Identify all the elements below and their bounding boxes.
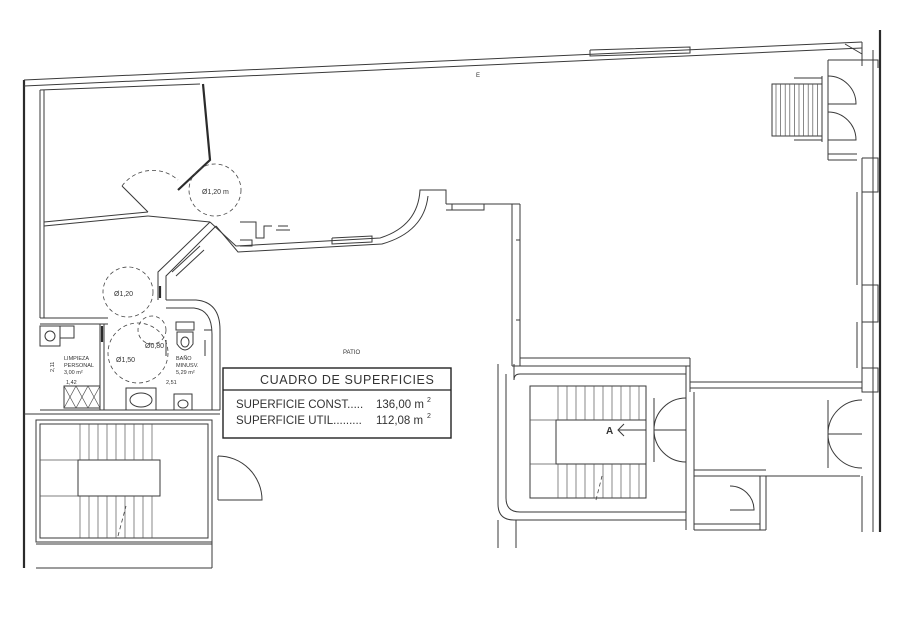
limpieza-dim-w: 1,42	[66, 380, 77, 386]
surface-table: CUADRO DE SUPERFICIES SUPERFICIE CONST..…	[222, 367, 452, 439]
plan-labels: E PATIO Ø1,20 m Ø1,20 Ø0,80 Ø1,50 LIMPIE…	[50, 73, 613, 437]
center-wall	[511, 204, 862, 392]
bathroom-area	[24, 286, 221, 415]
bano-name-1: BAÑO	[176, 355, 192, 362]
limpieza-area: 3,00 m²	[64, 370, 83, 376]
bano-name-2: MINUSV.	[176, 363, 199, 369]
bano-area: 5,29 m²	[176, 370, 195, 376]
top-label: E	[476, 73, 480, 79]
curved-corridor-wall	[209, 189, 520, 253]
bottom-center-stair	[497, 364, 687, 548]
bano-dim-w: 2,51	[166, 380, 177, 386]
turning-circle-label-3: Ø0,80	[145, 343, 164, 350]
turning-circle-label-1: Ø1,20 m	[202, 189, 229, 196]
table-row1-exp: 2	[427, 397, 431, 404]
patio-label: PATIO	[343, 350, 360, 356]
top-right-stair	[771, 59, 862, 161]
table-row2-label: SUPERFICIE UTIL.........	[236, 415, 362, 427]
table-row2-exp: 2	[427, 413, 431, 420]
bottom-left-stair	[35, 419, 263, 569]
table-row1-value: 136,00 m	[376, 399, 424, 411]
table-row2-value: 112,08 m	[376, 415, 423, 427]
turning-circle-label-4: Ø1,50	[116, 357, 135, 364]
limpieza-name-2: PERSONAL	[64, 363, 94, 369]
bottom-right-rooms	[685, 392, 863, 532]
outer-walls	[22, 30, 882, 568]
angled-partition	[43, 83, 217, 300]
table-title: CUADRO DE SUPERFICIES	[260, 373, 434, 387]
turning-circles	[102, 163, 242, 384]
table-row1-label: SUPERFICIE CONST.....	[236, 399, 363, 411]
limpieza-dim-h: 2,11	[50, 362, 56, 372]
section-marker: A	[606, 426, 613, 437]
limpieza-name-1: LIMPIEZA	[64, 356, 89, 362]
turning-circle-label-2: Ø1,20	[114, 291, 133, 298]
